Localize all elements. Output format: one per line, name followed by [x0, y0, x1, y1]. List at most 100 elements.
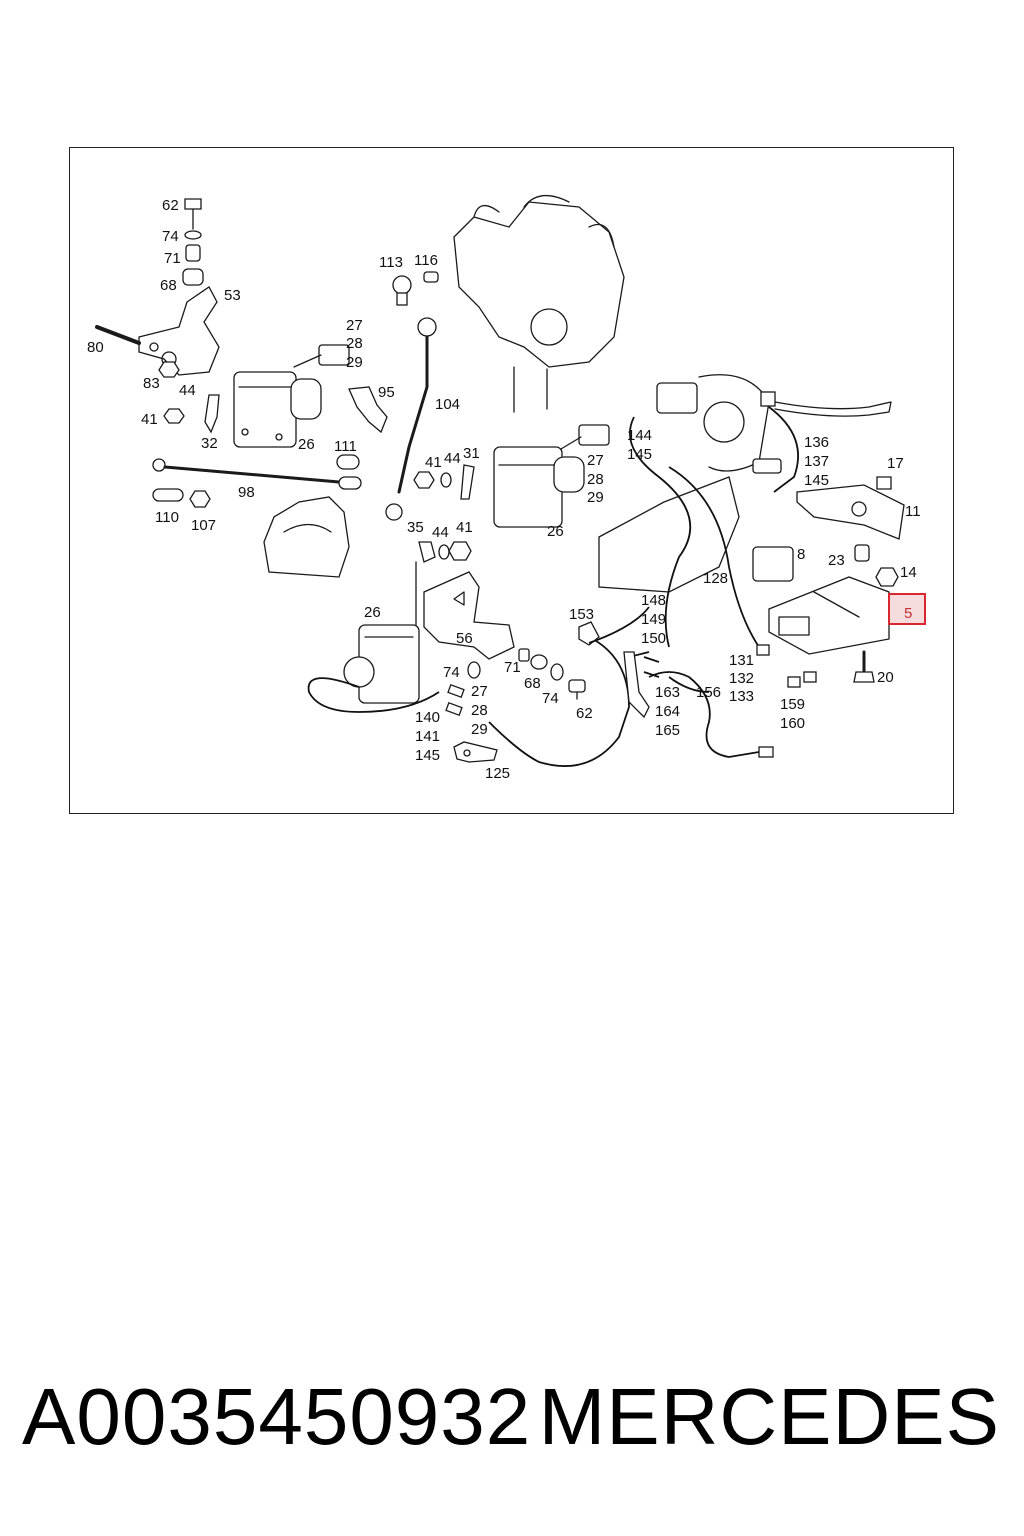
label-149: 149 — [641, 611, 666, 628]
lever-32 — [204, 394, 220, 434]
pin-110 — [152, 488, 184, 502]
label-20: 20 — [877, 669, 894, 686]
terminal-160 — [758, 746, 774, 758]
bushing-23 — [854, 544, 870, 562]
label-153: 153 — [569, 606, 594, 623]
label-41: 41 — [141, 411, 158, 428]
screw-20 — [853, 650, 875, 683]
label-74: 74 — [162, 228, 179, 245]
label-44: 44 — [432, 524, 449, 541]
bushing-68-low — [530, 654, 548, 670]
stalk-136 — [760, 391, 892, 417]
label-14: 14 — [900, 564, 917, 581]
label-148: 148 — [641, 592, 666, 609]
label-71: 71 — [164, 250, 181, 267]
label-68: 68 — [160, 277, 177, 294]
cap-111 — [336, 454, 360, 470]
relay-8 — [752, 546, 794, 582]
bracket-56 — [415, 561, 515, 688]
label-32: 32 — [201, 435, 218, 452]
bracket-163 — [623, 651, 650, 719]
label-8: 8 — [797, 546, 805, 563]
label-125: 125 — [485, 765, 510, 782]
bracket-53 — [138, 286, 220, 376]
label-53: 53 — [224, 287, 241, 304]
bulb-113 — [392, 275, 412, 306]
label-80: 80 — [87, 339, 104, 356]
label-11: 11 — [905, 503, 921, 520]
label-150: 150 — [641, 630, 666, 647]
label-145: 145 — [804, 472, 829, 489]
clip-35 — [418, 541, 436, 563]
label-116: 116 — [414, 252, 438, 269]
label-35: 35 — [407, 519, 424, 536]
label-137: 137 — [804, 453, 829, 470]
label-132: 132 — [729, 670, 754, 687]
connector-27-top — [293, 344, 350, 368]
link-rod-98 — [152, 458, 362, 490]
label-156: 156 — [696, 684, 721, 701]
bushing-68-top — [182, 268, 204, 286]
label-95: 95 — [378, 384, 395, 401]
highlight-box-5 — [888, 593, 926, 625]
parts-diagram: 62 74 71 68 53 80 83 44 41 32 27 28 29 2… — [87, 195, 926, 782]
bolt-62-top — [184, 198, 202, 230]
control-module-5 — [768, 576, 890, 655]
washer-74-top — [184, 230, 202, 240]
label-41: 41 — [456, 519, 473, 536]
label-136: 136 — [804, 434, 829, 451]
actuator-26-top — [233, 371, 322, 448]
rod-80 — [95, 325, 141, 345]
wire-153 — [588, 606, 650, 644]
label-62: 62 — [162, 197, 179, 214]
label-41: 41 — [425, 454, 442, 471]
label-29: 29 — [346, 354, 363, 371]
label-71: 71 — [504, 659, 521, 676]
label-28: 28 — [587, 471, 604, 488]
label-17: 17 — [887, 455, 904, 472]
label-62: 62 — [576, 705, 593, 722]
brand-name: MERCEDES — [538, 1372, 1000, 1461]
label-26: 26 — [364, 604, 381, 621]
wire-136 — [768, 406, 799, 493]
nut-41-low — [448, 541, 472, 561]
label-44: 44 — [179, 382, 196, 399]
housing-throttle — [263, 496, 350, 578]
label-74: 74 — [443, 664, 460, 681]
label-160: 160 — [780, 715, 805, 732]
wire-128 — [629, 416, 760, 648]
washer-74-low2 — [550, 663, 564, 681]
part-number: A0035450932 — [22, 1372, 532, 1461]
label-113: 113 — [379, 254, 403, 271]
wire-150 — [643, 656, 710, 693]
label-56: 56 — [456, 630, 473, 647]
label-104: 104 — [435, 396, 460, 413]
nut-107 — [189, 490, 211, 508]
label-163: 163 — [655, 684, 680, 701]
nut-41-mid — [413, 471, 435, 489]
connector-27-low — [445, 684, 465, 716]
label-28: 28 — [346, 335, 363, 352]
label-145: 145 — [415, 747, 440, 764]
nut-83 — [158, 361, 180, 378]
switch-144 — [656, 382, 698, 414]
bolt-62-low — [568, 679, 586, 700]
label-145: 145 — [627, 446, 652, 463]
connector-27-mid — [560, 424, 610, 450]
label-144: 144 — [627, 427, 652, 444]
connector-116 — [423, 271, 439, 283]
nut-14 — [875, 567, 899, 587]
label-27: 27 — [587, 452, 604, 469]
label-23: 23 — [828, 552, 845, 569]
actuator-26-low — [343, 624, 420, 704]
label-140: 140 — [415, 709, 440, 726]
engine-block — [453, 195, 625, 413]
connectors-131 — [756, 644, 817, 688]
label-27: 27 — [346, 317, 363, 334]
label-164: 164 — [655, 703, 680, 720]
label-68: 68 — [524, 675, 541, 692]
rod-104 — [385, 317, 437, 521]
wire-low-loop — [307, 636, 630, 767]
washer-44-low — [438, 544, 450, 560]
label-28: 28 — [471, 702, 488, 719]
